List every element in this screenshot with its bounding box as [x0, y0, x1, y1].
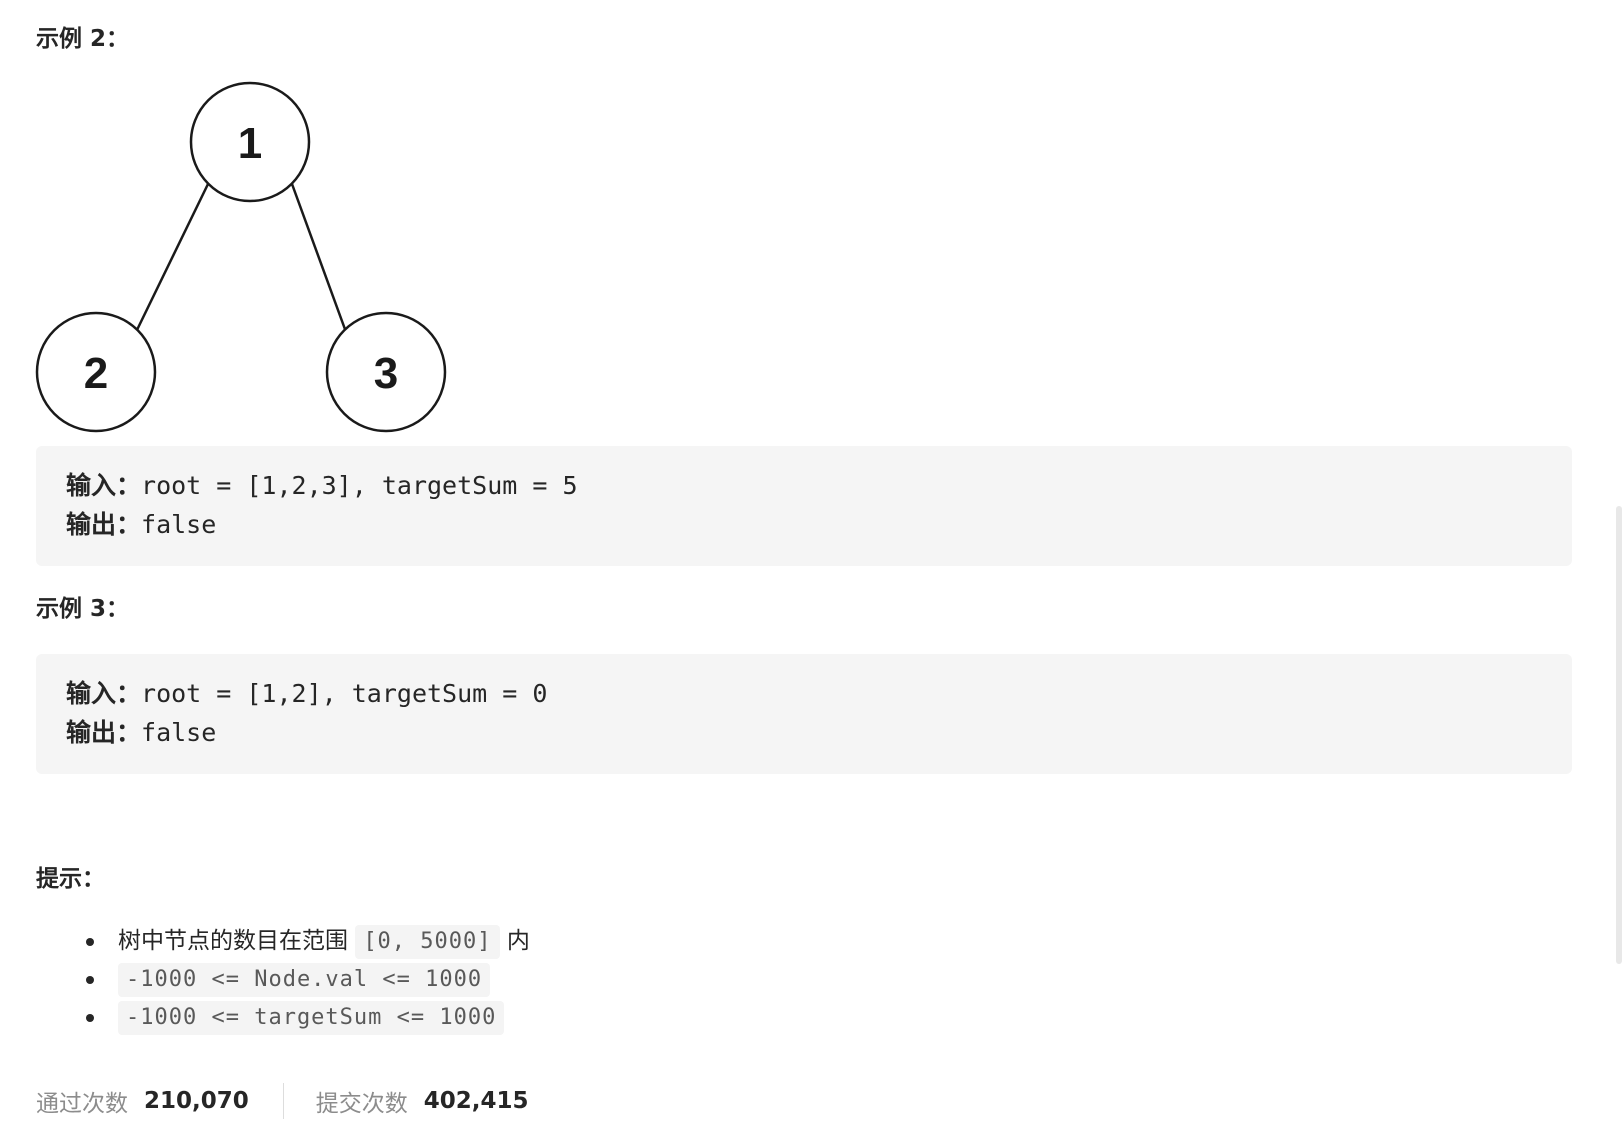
example-2-heading: 示例 2： [36, 26, 130, 52]
stats-divider [282, 1083, 284, 1119]
submission-count-value: 402,415 [423, 1088, 529, 1114]
scrollbar[interactable] [1616, 506, 1622, 964]
hint-code: -1000 <= Node.val <= 1000 [118, 962, 491, 997]
tree-edge-1-2 [134, 183, 210, 333]
output-label: 输出： [66, 718, 142, 747]
hint-item: -1000 <= targetSum <= 1000 [36, 998, 530, 1036]
accepted-count-value: 210,070 [144, 1088, 249, 1114]
example-3-code-block: 输入：root = [1,2], targetSum = 0 输出：false [36, 654, 1572, 774]
output-value: false [141, 718, 217, 747]
hint-text-before: 树中节点的数目在范围 [118, 928, 356, 954]
accepted-count-label: 通过次数 [36, 1091, 128, 1117]
tree-node-right-label: 3 [374, 349, 398, 398]
hint-item: -1000 <= Node.val <= 1000 [36, 960, 530, 998]
output-label: 输出： [66, 510, 142, 539]
bullet-icon [86, 938, 94, 946]
example-3-input-line: 输入：root = [1,2], targetSum = 0 [66, 674, 1542, 713]
example-2-code-block: 输入：root = [1,2,3], targetSum = 5 输出：fals… [36, 446, 1572, 566]
tree-edge-1-3 [290, 183, 348, 333]
example-2-output-line: 输出：false [66, 505, 1542, 544]
input-value: root = [1,2], targetSum = 0 [141, 679, 548, 708]
submission-count-label: 提交次数 [315, 1091, 408, 1117]
hint-text-after: 内 [499, 928, 530, 954]
hint-item: 树中节点的数目在范围 [0, 5000] 内 [36, 922, 530, 960]
input-label: 输入： [66, 679, 142, 708]
example-3-output-line: 输出：false [66, 713, 1542, 752]
output-value: false [141, 510, 217, 539]
bullet-icon [86, 976, 94, 984]
submission-stats: 通过次数 210,070 提交次数 402,415 [36, 1083, 529, 1119]
input-value: root = [1,2,3], targetSum = 5 [141, 471, 578, 500]
bullet-icon [86, 1014, 94, 1022]
tree-node-right: 3 [325, 311, 447, 433]
example-3-heading: 示例 3： [36, 596, 130, 622]
hint-code: [0, 5000] [355, 924, 500, 959]
tree-node-left-label: 2 [84, 349, 108, 398]
example-2-tree-diagram: 1 2 3 [35, 81, 447, 433]
hints-list: 树中节点的数目在范围 [0, 5000] 内 -1000 <= Node.val… [36, 922, 530, 1036]
tree-node-left: 2 [35, 311, 157, 433]
tree-node-root: 1 [189, 81, 311, 203]
hint-code: -1000 <= targetSum <= 1000 [118, 1000, 505, 1035]
hints-heading: 提示： [36, 866, 105, 892]
input-label: 输入： [66, 471, 142, 500]
example-2-input-line: 输入：root = [1,2,3], targetSum = 5 [66, 466, 1542, 505]
tree-node-root-label: 1 [238, 119, 262, 168]
